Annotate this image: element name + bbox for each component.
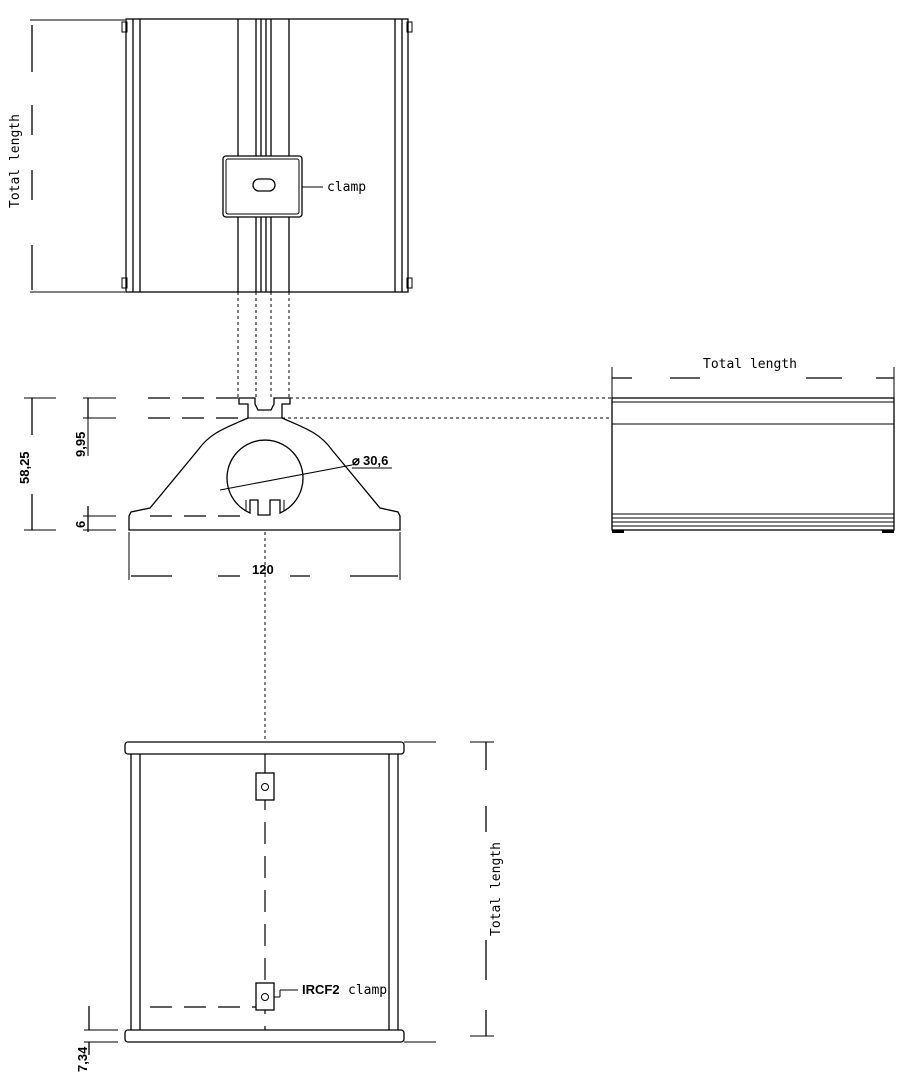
top-clamp: clamp <box>222 155 366 218</box>
height-dimension: 58,25 <box>17 451 32 484</box>
bottom-total-length-label: Total length <box>489 842 504 936</box>
top-clamp-label: clamp <box>327 180 366 195</box>
section-view: 58,25 9,95 6 120 ⌀ 30,6 <box>17 397 612 742</box>
bottom-clamp-upper <box>255 772 275 801</box>
bore-diameter: 30,6 <box>363 453 388 468</box>
top-total-length-label: Total length <box>8 114 23 208</box>
diameter-symbol: ⌀ <box>352 453 360 468</box>
bottom-clamp-lower <box>255 982 275 1011</box>
side-total-length-label: Total length <box>703 357 797 372</box>
neck-dimension: 9,95 <box>73 432 88 457</box>
bottom-clamp-label: clamp <box>348 983 387 998</box>
bottom-view: IRCF2 clamp 7,34 Total length <box>75 741 504 1072</box>
side-view: Total length <box>611 357 895 533</box>
width-dimension: 120 <box>252 562 274 577</box>
bottom-clamp-code: IRCF2 <box>302 982 340 997</box>
base-dimension: 6 <box>73 521 88 528</box>
end-dimension: 7,34 <box>75 1046 90 1072</box>
top-view: Total length clamp <box>8 18 413 398</box>
bore-circle <box>226 439 304 516</box>
clamp-slot-icon <box>252 178 276 192</box>
